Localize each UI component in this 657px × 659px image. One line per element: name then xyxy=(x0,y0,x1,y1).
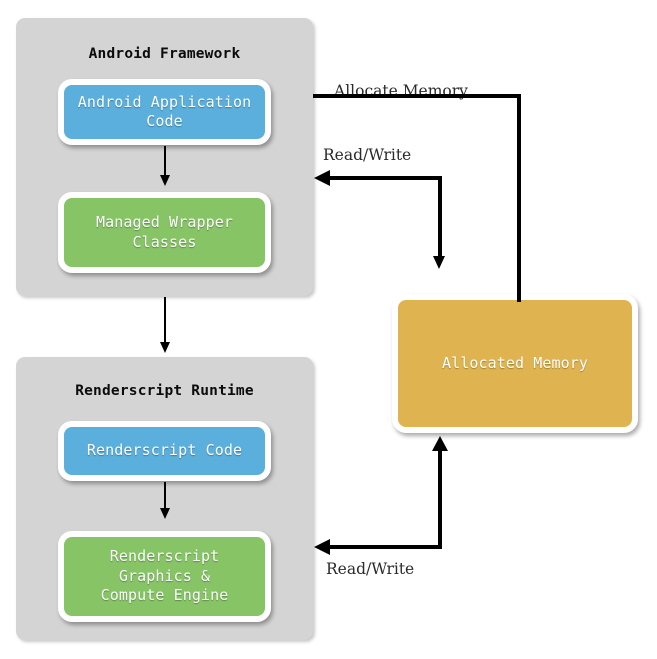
arrowhead-read-write-framework-left xyxy=(314,170,330,186)
arrowhead-framework-to-runtime xyxy=(160,342,170,353)
arrowhead-read-write-runtime-up xyxy=(432,436,448,451)
connector-rscode-to-engine xyxy=(164,482,166,513)
node-label-allocated-memory: Allocated Memory xyxy=(441,353,589,372)
node-label-renderscript-graphics-compute-engine: Renderscript Graphics & Compute Engine xyxy=(100,547,229,605)
edge-label-read-write-runtime: Read/Write xyxy=(326,560,415,578)
connector-read-write-framework-horizontal xyxy=(330,176,442,180)
connector-read-write-framework-vertical xyxy=(438,176,442,259)
node-label-renderscript-code: Renderscript Code xyxy=(86,441,243,460)
connector-read-write-runtime-vertical xyxy=(438,450,442,547)
connector-read-write-runtime-horizontal xyxy=(330,545,442,549)
node-managed-wrapper-classes[interactable]: Managed Wrapper Classes xyxy=(58,192,271,273)
node-label-managed-wrapper-classes: Managed Wrapper Classes xyxy=(96,213,233,251)
node-renderscript-graphics-compute-engine[interactable]: Renderscript Graphics & Compute Engine xyxy=(58,531,271,622)
group-title-renderscript-runtime: Renderscript Runtime xyxy=(75,383,254,399)
arrowhead-appcode-to-wrapper xyxy=(160,175,170,186)
node-renderscript-code[interactable]: Renderscript Code xyxy=(58,421,271,481)
node-android-application-code[interactable]: Android Application Code xyxy=(58,79,271,145)
connector-framework-to-runtime xyxy=(164,297,166,345)
connector-allocate-memory-vertical xyxy=(517,94,521,302)
node-label-android-application-code: Android Application Code xyxy=(77,92,252,131)
arrowhead-read-write-runtime-left xyxy=(314,539,330,555)
node-allocated-memory[interactable]: Allocated Memory xyxy=(392,294,638,433)
edge-label-read-write-framework: Read/Write xyxy=(323,146,412,164)
arrowhead-rscode-to-engine xyxy=(160,508,170,519)
group-title-android-framework: Android Framework xyxy=(88,46,241,62)
connector-appcode-to-wrapper xyxy=(164,146,166,180)
arrowhead-read-write-framework-down xyxy=(433,256,445,269)
connector-allocate-memory-horizontal xyxy=(313,94,521,98)
